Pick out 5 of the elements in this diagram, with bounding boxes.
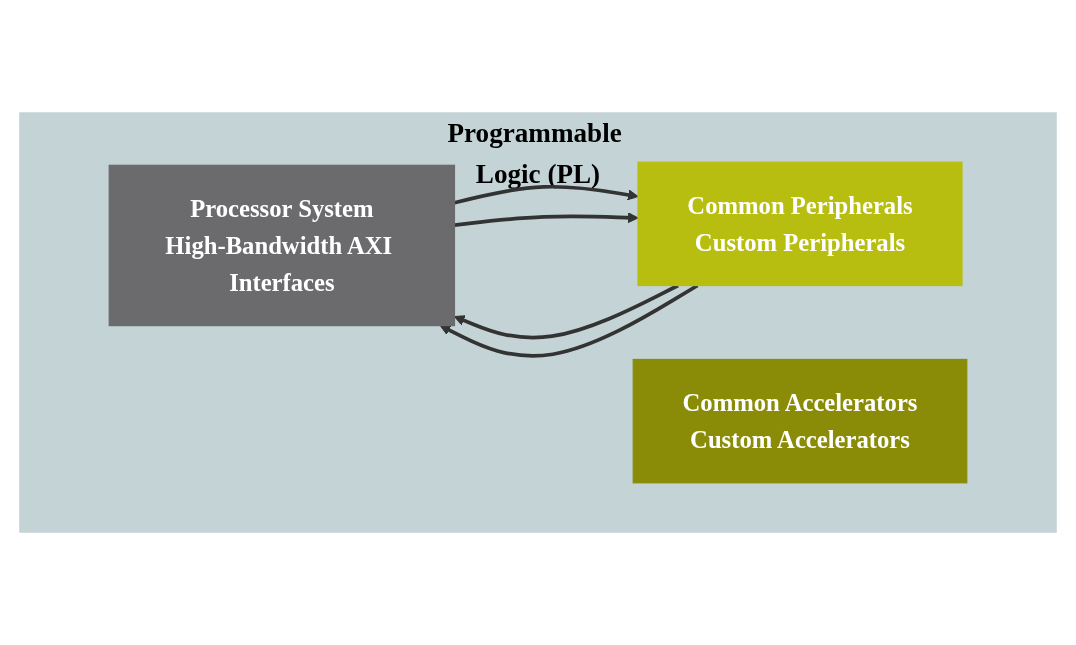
node-box: Common Peripherals Custom Peripherals [637,161,963,287]
node-box: Processor System High-Bandwidth AXI Interfaces [108,164,456,327]
arrow [454,212,639,227]
arrow [454,184,639,205]
node-box: Common Accelerators Custom Accelerators [632,358,968,484]
